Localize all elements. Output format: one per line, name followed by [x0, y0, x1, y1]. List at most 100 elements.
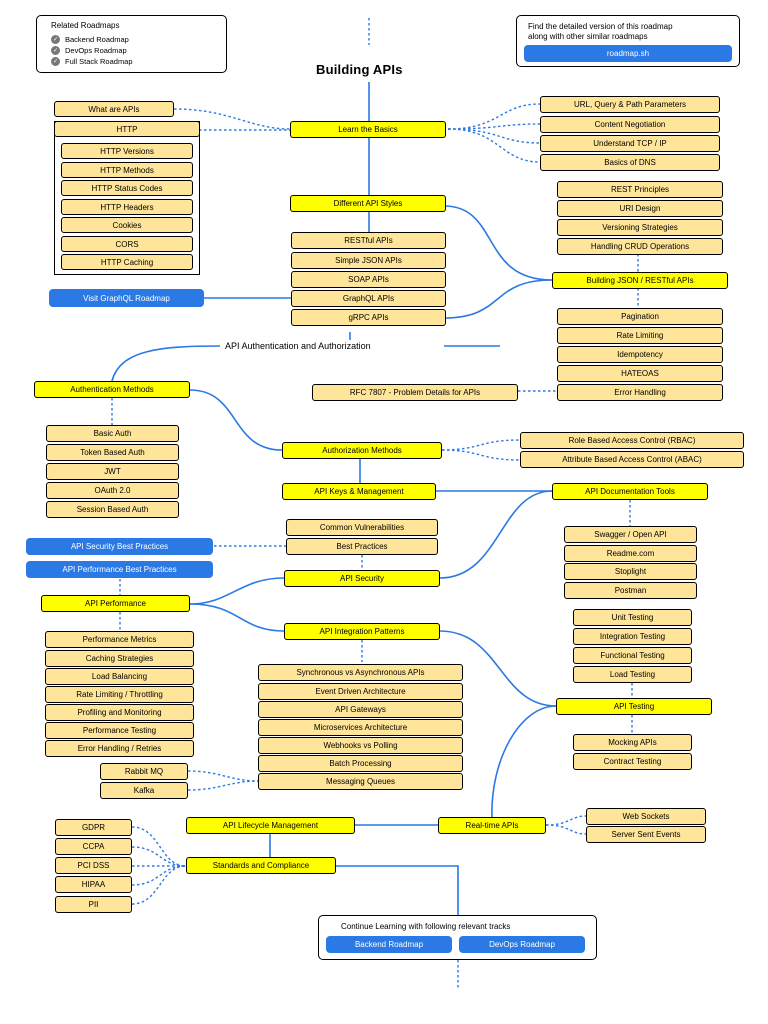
http-versions-node[interactable]: HTTP Versions — [61, 143, 193, 159]
building-json-apis-node[interactable]: Building JSON / RESTful APIs — [552, 272, 728, 289]
tcp-ip-node[interactable]: Understand TCP / IP — [540, 135, 720, 152]
http-status-codes-node[interactable]: HTTP Status Codes — [61, 180, 193, 196]
backend-roadmap-button[interactable]: Backend Roadmap — [326, 936, 452, 953]
related-item-devops[interactable]: ✓ DevOps Roadmap — [51, 46, 127, 55]
load-testing-node[interactable]: Load Testing — [573, 666, 692, 683]
soap-apis-node[interactable]: SOAP APIs — [291, 271, 446, 288]
integration-testing-node[interactable]: Integration Testing — [573, 628, 692, 645]
graphql-roadmap-link[interactable]: Visit GraphQL Roadmap — [49, 289, 204, 307]
what-are-apis-node[interactable]: What are APIs — [54, 101, 174, 117]
caching-strategies-node[interactable]: Caching Strategies — [45, 650, 194, 667]
token-based-auth-node[interactable]: Token Based Auth — [46, 444, 179, 461]
cookies-node[interactable]: Cookies — [61, 217, 193, 233]
session-based-auth-node[interactable]: Session Based Auth — [46, 501, 179, 518]
api-documentation-tools-node[interactable]: API Documentation Tools — [552, 483, 708, 500]
related-item-backend[interactable]: ✓ Backend Roadmap — [51, 35, 129, 44]
http-methods-node[interactable]: HTTP Methods — [61, 162, 193, 178]
jwt-node[interactable]: JWT — [46, 463, 179, 480]
http-headers-node[interactable]: HTTP Headers — [61, 199, 193, 215]
http-caching-node[interactable]: HTTP Caching — [61, 254, 193, 270]
check-circle-icon: ✓ — [51, 35, 60, 44]
web-sockets-node[interactable]: Web Sockets — [586, 808, 706, 825]
basic-auth-node[interactable]: Basic Auth — [46, 425, 179, 442]
uri-design-node[interactable]: URI Design — [557, 200, 723, 217]
idempotency-node[interactable]: Idempotency — [557, 346, 723, 363]
rabbit-mq-node[interactable]: Rabbit MQ — [100, 763, 188, 780]
learn-the-basics-node[interactable]: Learn the Basics — [290, 121, 446, 138]
messaging-queues-node[interactable]: Messaging Queues — [258, 773, 463, 790]
pagination-node[interactable]: Pagination — [557, 308, 723, 325]
http-node[interactable]: HTTP — [54, 121, 200, 137]
devops-roadmap-button[interactable]: DevOps Roadmap — [459, 936, 585, 953]
restful-apis-node[interactable]: RESTful APIs — [291, 232, 446, 249]
info-panel: Find the detailed version of this roadma… — [516, 15, 740, 67]
event-driven-node[interactable]: Event Driven Architecture — [258, 683, 463, 700]
api-lifecycle-node[interactable]: API Lifecycle Management — [186, 817, 355, 834]
hipaa-node[interactable]: HIPAA — [55, 876, 132, 893]
rfc-7807-node[interactable]: RFC 7807 - Problem Details for APIs — [312, 384, 518, 401]
rest-principles-node[interactable]: REST Principles — [557, 181, 723, 198]
best-practices-node[interactable]: Best Practices — [286, 538, 438, 555]
api-keys-node[interactable]: API Keys & Management — [282, 483, 436, 500]
roadmap-sh-button[interactable]: roadmap.sh — [524, 45, 732, 62]
webhooks-polling-node[interactable]: Webhooks vs Polling — [258, 737, 463, 754]
performance-best-practices-link[interactable]: API Performance Best Practices — [26, 561, 213, 578]
auth-section-label: API Authentication and Authorization — [225, 341, 371, 351]
api-integration-patterns-node[interactable]: API Integration Patterns — [284, 623, 440, 640]
performance-testing-node[interactable]: Performance Testing — [45, 722, 194, 739]
authorization-methods-node[interactable]: Authorization Methods — [282, 442, 442, 459]
url-params-node[interactable]: URL, Query & Path Parameters — [540, 96, 720, 113]
security-best-practices-link[interactable]: API Security Best Practices — [26, 538, 213, 555]
authentication-methods-node[interactable]: Authentication Methods — [34, 381, 190, 398]
error-handling-node[interactable]: Error Handling — [557, 384, 723, 401]
postman-node[interactable]: Postman — [564, 582, 697, 599]
related-item-fullstack[interactable]: ✓ Full Stack Roadmap — [51, 57, 133, 66]
api-styles-node[interactable]: Different API Styles — [290, 195, 446, 212]
performance-metrics-node[interactable]: Performance Metrics — [45, 631, 194, 648]
pci-dss-node[interactable]: PCI DSS — [55, 857, 132, 874]
simple-json-apis-node[interactable]: Simple JSON APIs — [291, 252, 446, 269]
profiling-monitoring-node[interactable]: Profiling and Monitoring — [45, 704, 194, 721]
unit-testing-node[interactable]: Unit Testing — [573, 609, 692, 626]
error-handling-retries-node[interactable]: Error Handling / Retries — [45, 740, 194, 757]
common-vulnerabilities-node[interactable]: Common Vulnerabilities — [286, 519, 438, 536]
rate-limiting-node[interactable]: Rate Limiting — [557, 327, 723, 344]
grpc-apis-node[interactable]: gRPC APIs — [291, 309, 446, 326]
api-performance-node[interactable]: API Performance — [41, 595, 190, 612]
handling-crud-node[interactable]: Handling CRUD Operations — [557, 238, 723, 255]
graphql-apis-node[interactable]: GraphQL APIs — [291, 290, 446, 307]
hateoas-node[interactable]: HATEOAS — [557, 365, 723, 382]
readme-node[interactable]: Readme.com — [564, 545, 697, 562]
versioning-strategies-node[interactable]: Versioning Strategies — [557, 219, 723, 236]
load-balancing-node[interactable]: Load Balancing — [45, 668, 194, 685]
api-gateways-node[interactable]: API Gateways — [258, 701, 463, 718]
basics-of-dns-node[interactable]: Basics of DNS — [540, 154, 720, 171]
mocking-apis-node[interactable]: Mocking APIs — [573, 734, 692, 751]
oauth-node[interactable]: OAuth 2.0 — [46, 482, 179, 499]
swagger-node[interactable]: Swagger / Open API — [564, 526, 697, 543]
gdpr-node[interactable]: GDPR — [55, 819, 132, 836]
rbac-node[interactable]: Role Based Access Control (RBAC) — [520, 432, 744, 449]
api-testing-node[interactable]: API Testing — [556, 698, 712, 715]
real-time-apis-node[interactable]: Real-time APIs — [438, 817, 546, 834]
server-sent-events-node[interactable]: Server Sent Events — [586, 826, 706, 843]
microservices-node[interactable]: Microservices Architecture — [258, 719, 463, 736]
batch-processing-node[interactable]: Batch Processing — [258, 755, 463, 772]
stoplight-node[interactable]: Stoplight — [564, 563, 697, 580]
info-text-line2: along with other similar roadmaps — [528, 32, 648, 41]
kafka-node[interactable]: Kafka — [100, 782, 188, 799]
api-security-node[interactable]: API Security — [284, 570, 440, 587]
functional-testing-node[interactable]: Functional Testing — [573, 647, 692, 664]
cors-node[interactable]: CORS — [61, 236, 193, 252]
continue-learning-text: Continue Learning with following relevan… — [341, 922, 511, 931]
pii-node[interactable]: PII — [55, 896, 132, 913]
page-title: Building APIs — [316, 62, 403, 77]
rate-limiting-throttling-node[interactable]: Rate Limiting / Throttling — [45, 686, 194, 703]
ccpa-node[interactable]: CCPA — [55, 838, 132, 855]
sync-async-node[interactable]: Synchronous vs Asynchronous APIs — [258, 664, 463, 681]
content-negotiation-node[interactable]: Content Negotiation — [540, 116, 720, 133]
contract-testing-node[interactable]: Contract Testing — [573, 753, 692, 770]
info-text-line1: Find the detailed version of this roadma… — [528, 22, 673, 31]
abac-node[interactable]: Attribute Based Access Control (ABAC) — [520, 451, 744, 468]
standards-compliance-node[interactable]: Standards and Compliance — [186, 857, 336, 874]
